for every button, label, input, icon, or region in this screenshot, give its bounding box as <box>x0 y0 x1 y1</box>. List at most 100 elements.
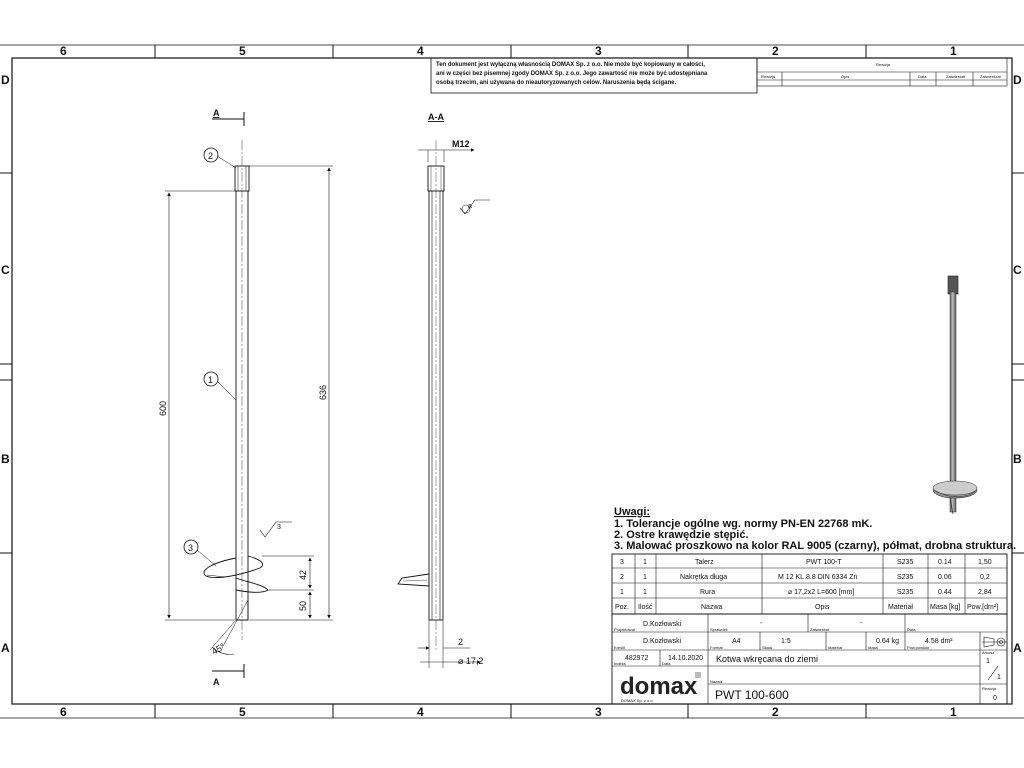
zone-labels: 6 5 4 3 2 1 6 5 4 3 2 1 D C B A D C B A <box>1 44 1022 719</box>
bom-cell: 3 <box>620 559 624 566</box>
sheet-label: Arkusz <box>982 650 994 655</box>
balloon-2: 2 <box>208 151 213 161</box>
company-sub: DOMAX Sp. z o.o. <box>621 698 654 703</box>
bom-cell: 1 <box>620 589 624 596</box>
roughness-left: 3 <box>277 524 281 531</box>
rev-label: Rewizja <box>982 686 997 691</box>
date-label: Data <box>907 627 916 632</box>
zone-col-3: 3 <box>595 44 602 58</box>
zone-row-b-right: B <box>1013 452 1022 466</box>
revision-header-approver: Zatwierdzał <box>980 74 1001 79</box>
bom-header: Poz. <box>615 604 629 611</box>
zone-row-a: A <box>1 641 10 655</box>
dim-50: 50 <box>298 601 308 611</box>
iso-view <box>932 275 978 515</box>
bom-cell: 2 <box>620 574 624 581</box>
checker-dash: - <box>760 620 763 627</box>
bom-row-2: 2 1 Nakrętka długa M 12 KL.8.8 DIN 6334 … <box>620 574 990 581</box>
bom-header-row: Poz. Ilość Nazwa Opis Materiał Masa [kg]… <box>615 604 998 611</box>
zone-row-a-right: A <box>1013 641 1022 655</box>
dim-636: 636 <box>318 385 328 400</box>
zone-row-d-right: D <box>1013 73 1022 87</box>
notes-title: Uwagi: <box>614 506 650 518</box>
mass: 0.64 kg <box>876 638 899 645</box>
bom-cell: 1 <box>643 574 647 581</box>
projection-symbol-icon <box>982 636 1007 648</box>
number-label: Indeks <box>614 661 626 666</box>
bom-cell: 1,50 <box>978 559 992 566</box>
approver-label: Zatwierdził <box>810 627 829 632</box>
bom-cell: ⌀ 17,2x2 L=600 [mm] <box>788 589 854 596</box>
note-1: 1. Tolerancje ogólne wg. normy PN-EN 227… <box>614 518 872 530</box>
bom-cell: S235 <box>897 589 913 596</box>
bom-cell: Talerz <box>695 559 714 566</box>
notes: Uwagi: 1. Tolerancje ogólne wg. normy PN… <box>614 506 1016 552</box>
dim-42: 42 <box>298 570 308 580</box>
drawn-by: D.Kozłowski <box>643 638 682 645</box>
drawing-date: 14.10.2020 <box>668 655 703 662</box>
zone-col-5: 5 <box>239 44 246 58</box>
bom-cell: 0,2 <box>980 574 990 581</box>
bom-header: Pow.[dm²] <box>967 604 998 611</box>
revision-header-approved: Zatwierdził <box>946 74 965 79</box>
bom-cell: M 12 KL.8.8 DIN 6334 Zn <box>778 574 857 581</box>
revision-header-desc: Opis <box>841 74 849 79</box>
scale-label: Skala <box>762 645 773 650</box>
drawn-label: Kreślił <box>614 645 625 650</box>
section-title: A-A <box>428 112 444 122</box>
front-view-labels: A A 2 1 3 636 600 42 50 45° 3 <box>158 108 328 687</box>
mass-label: Masa <box>868 645 879 650</box>
dim-wall: 2 <box>458 637 463 647</box>
coating-area: 4.58 dm² <box>925 638 953 645</box>
zone-row-c: C <box>1 263 10 277</box>
note-2: 2. Ostre krawędzie stępić. <box>614 529 749 541</box>
drawing-number: 482972 <box>625 655 648 662</box>
bom-header: Nazwa <box>701 604 723 611</box>
dim-diameter: ⌀ 17,2 <box>458 656 483 666</box>
bom-cell: 0.14 <box>938 559 952 566</box>
zone-row-b: B <box>1 452 10 466</box>
title-block-grid <box>611 613 1008 705</box>
bom-header: Materiał <box>888 604 913 611</box>
copyright-line-3: osobą trzecim, ani używana do nieautoryz… <box>436 80 677 86</box>
bom-row-1: 1 1 Rura ⌀ 17,2x2 L=600 [mm] S235 0.44 2… <box>620 589 992 596</box>
revision-title: Rewizja <box>876 62 891 67</box>
revision-table <box>756 57 1008 87</box>
zone-col-5-bottom: 5 <box>239 705 246 719</box>
zone-col-4-bottom: 4 <box>417 705 424 719</box>
bom-cell: 1 <box>643 559 647 566</box>
material-label: Materiał <box>828 645 842 650</box>
company-logo: domax <box>620 673 698 700</box>
bom-cell: Rura <box>700 589 715 596</box>
sheet-top: 1 <box>986 658 990 665</box>
scale: 1:5 <box>781 638 791 645</box>
bom-cell: S235 <box>897 559 913 566</box>
bom-header: Opis <box>815 604 830 611</box>
bom-header: Masa [kg] <box>930 604 960 611</box>
logo-square-icon <box>695 672 701 678</box>
part-code: PWT 100-600 <box>715 688 789 702</box>
bom-table: 3 1 Talerz PWT 100-T S235 0.14 1,50 2 1 … <box>615 559 998 611</box>
zone-row-c-right: C <box>1013 263 1022 277</box>
zone-col-2-bottom: 2 <box>772 705 779 719</box>
copyright-box: Ten dokument jest wyłączną własnością DO… <box>430 57 758 94</box>
balloon-1: 1 <box>208 375 213 385</box>
section-marker-top: A <box>213 108 220 118</box>
sheet-bottom: 1 <box>997 674 1001 681</box>
front-view <box>165 112 333 678</box>
sheet-frame <box>0 44 1024 719</box>
zone-col-4: 4 <box>417 44 424 58</box>
balloon-3: 3 <box>188 543 193 553</box>
area-label: Pow.powłoki <box>907 645 929 650</box>
title-block: D.Kozłowski Projektował Sprawdził Zatwie… <box>614 620 1007 703</box>
bom-cell: 0.06 <box>938 574 952 581</box>
dim-600: 600 <box>158 401 168 416</box>
bom-header: Ilość <box>638 604 653 611</box>
bom-row-3: 3 1 Talerz PWT 100-T S235 0.14 1,50 <box>620 559 992 566</box>
checker-label: Sprawdził <box>710 627 727 632</box>
format-label: Format <box>710 645 724 650</box>
zone-col-6: 6 <box>60 44 67 58</box>
revision-header-rev: Rewizja <box>761 74 776 79</box>
bom-cell: S235 <box>897 574 913 581</box>
